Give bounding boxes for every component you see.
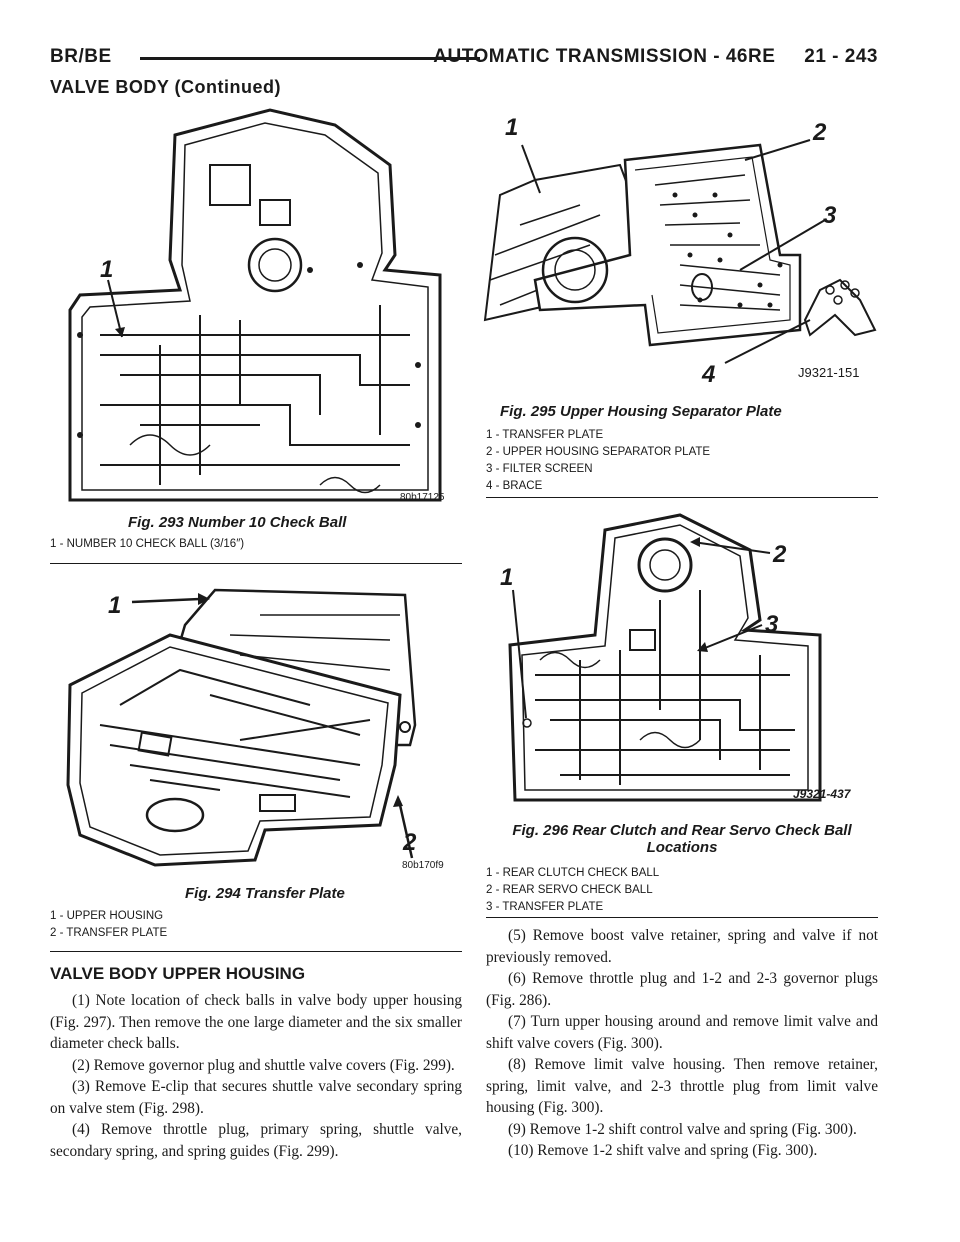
fig294-code: 80b170f9 (402, 860, 444, 871)
fig295-legend-item: 3 - FILTER SCREEN (486, 463, 593, 475)
figure-296-illustration: 1 2 3 J9321-437 (490, 510, 880, 810)
fig295-caption: Fig. 295 Upper Housing Separator Plate (500, 403, 782, 420)
step-paragraph: (3) Remove E-clip that secures shuttle v… (50, 1078, 462, 1117)
fig296-code: J9321-437 (793, 787, 852, 801)
step-paragraph: (4) Remove throttle plug, primary spring… (50, 1121, 462, 1160)
step-paragraph: (8) Remove limit valve housing. Then rem… (486, 1056, 878, 1116)
step-paragraph: (7) Turn upper housing around and remove… (486, 1013, 878, 1052)
fig293-callout-1: 1 (100, 256, 113, 283)
fig294-rule (50, 951, 462, 952)
fig295-legend: 1 - TRANSFER PLATE 2 - UPPER HOUSING SEP… (486, 427, 710, 495)
figure-293-illustration: 1 80b17125 (60, 105, 460, 515)
fig294-legend-item: 2 - TRANSFER PLATE (50, 927, 168, 939)
fig295-code: J9321-151 (798, 365, 859, 380)
fig295-callout-4: 4 (701, 361, 715, 388)
fig295-rule (486, 497, 878, 498)
fig296-legend-item: 1 - REAR CLUTCH CHECK BALL (486, 867, 660, 879)
step-paragraph: (9) Remove 1-2 shift control valve and s… (508, 1120, 857, 1138)
fig296-callout-1: 1 (500, 564, 513, 591)
fig296-caption: Fig. 296 Rear Clutch and Rear Servo Chec… (486, 822, 878, 856)
step-paragraph: (10) Remove 1-2 shift valve and spring (… (508, 1142, 818, 1159)
fig294-legend: 1 - UPPER HOUSING 2 - TRANSFER PLATE (50, 908, 167, 942)
fig295-legend-item: 4 - BRACE (486, 480, 543, 492)
fig293-legend-item: 1 - NUMBER 10 CHECK BALL (3/16″) (50, 538, 245, 550)
fig296-callout-3: 3 (765, 611, 779, 638)
fig296-legend: 1 - REAR CLUTCH CHECK BALL 2 - REAR SERV… (486, 865, 659, 916)
fig295-callout-1: 1 (505, 114, 518, 141)
fig295-legend-item: 2 - UPPER HOUSING SEPARATOR PLATE (486, 446, 711, 458)
figure-295-illustration: 1 2 3 4 J9321-151 (480, 105, 880, 395)
header-section-code: BR/BE (50, 46, 112, 67)
fig293-code: 80b17125 (400, 492, 445, 503)
step-paragraph: (6) Remove throttle plug and 1-2 and 2-3… (486, 970, 878, 1009)
fig296-callout-2: 2 (772, 541, 787, 568)
fig296-caption-line2: Locations (646, 839, 718, 856)
fig295-legend-item: 1 - TRANSFER PLATE (486, 429, 604, 441)
step-paragraph: (2) Remove governor plug and shuttle val… (72, 1056, 455, 1074)
fig296-rule (486, 917, 878, 918)
fig296-legend-item: 2 - REAR SERVO CHECK BALL (486, 884, 653, 896)
fig293-rule (50, 563, 462, 564)
fig294-caption: Fig. 294 Transfer Plate (185, 885, 345, 902)
fig295-callout-3: 3 (823, 202, 837, 229)
fig296-caption-line1: Fig. 296 Rear Clutch and Rear Servo Chec… (512, 822, 852, 839)
fig295-callout-2: 2 (812, 119, 827, 146)
step-paragraph: (1) Note location of check balls in valv… (50, 992, 462, 1052)
header-page-title: AUTOMATIC TRANSMISSION - 46RE 21 - 243 (433, 46, 878, 67)
header-rule (140, 57, 480, 60)
section-heading: VALVE BODY UPPER HOUSING (50, 964, 306, 983)
figure-294-illustration: 1 2 80b170f9 (60, 575, 460, 875)
fig294-legend-item: 1 - UPPER HOUSING (50, 910, 164, 922)
fig293-caption: Fig. 293 Number 10 Check Ball (128, 514, 347, 531)
continued-heading: VALVE BODY (Continued) (50, 77, 281, 97)
fig293-legend: 1 - NUMBER 10 CHECK BALL (3/16″) (50, 536, 244, 553)
fig294-callout-2: 2 (402, 829, 417, 856)
right-column-text: (5) Remove boost valve retainer, spring … (486, 925, 878, 1162)
fig296-legend-item: 3 - TRANSFER PLATE (486, 901, 604, 913)
left-column-text: (1) Note location of check balls in valv… (50, 990, 462, 1162)
step-paragraph: (5) Remove boost valve retainer, spring … (486, 927, 878, 966)
fig294-callout-1: 1 (108, 592, 121, 619)
